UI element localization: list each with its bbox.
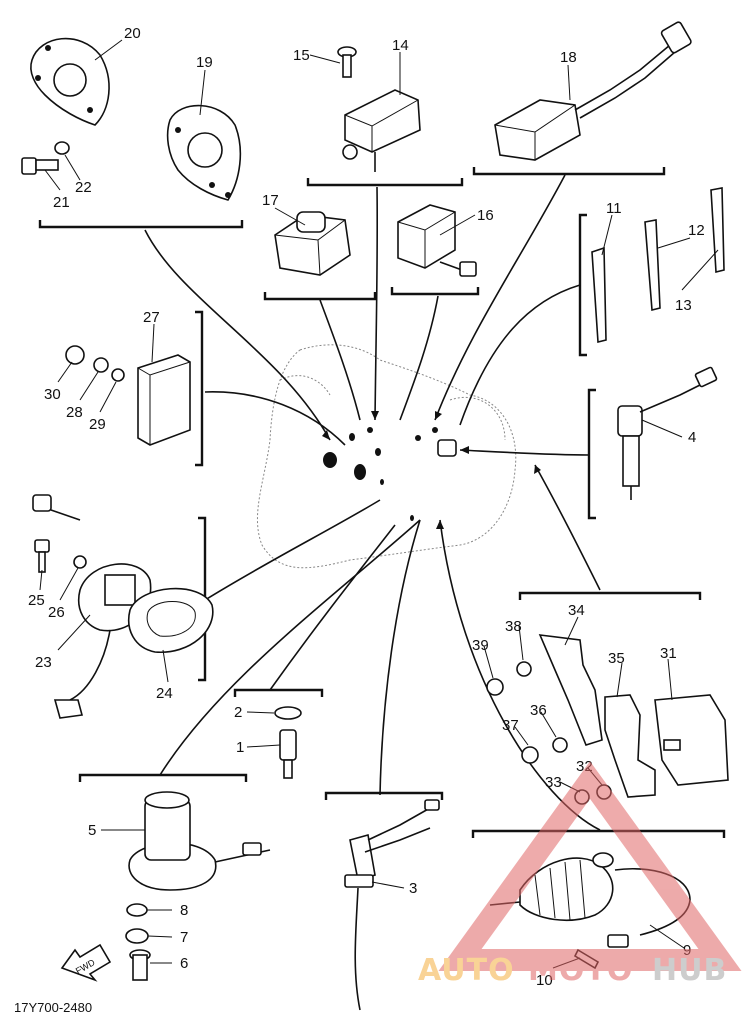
washer-part-29 (111, 368, 125, 382)
callout-27: 27 (143, 309, 160, 326)
fwd-arrow: FWD (60, 943, 112, 982)
callout-1: 1 (236, 739, 244, 756)
bolt-part-21 (21, 157, 59, 175)
callout-19: 19 (196, 54, 213, 71)
callout-35: 35 (608, 650, 625, 667)
callout-7: 7 (180, 929, 188, 946)
callout-14: 14 (392, 37, 409, 54)
watermark-hub: HUB (652, 953, 727, 988)
callout-17: 17 (262, 192, 279, 209)
callout-3: 3 (409, 880, 417, 897)
callout-33: 33 (545, 774, 562, 791)
switch-part-3 (344, 799, 440, 1011)
plate-part-35 (604, 694, 656, 798)
diagram-code: 17Y700-2480 (14, 1000, 92, 1015)
washer-part-2 (274, 706, 302, 720)
control-unit-part-27 (137, 354, 191, 446)
callout-8: 8 (180, 902, 188, 919)
ignition-switch-part-4 (617, 366, 718, 500)
washer-part-8 (126, 903, 148, 917)
callout-39: 39 (472, 637, 489, 654)
cable-tie-part-12 (644, 219, 661, 312)
lens-part-31 (654, 694, 729, 786)
automotohub-watermark-logo: AUTO MOTO HUB (418, 761, 742, 988)
gasket-part-24 (128, 587, 214, 653)
watermark-moto: MOTO (528, 953, 633, 988)
flasher-unit-part-18 (494, 21, 692, 161)
callout-10: 10 (536, 972, 553, 989)
screw-part-15 (337, 46, 357, 78)
callout-24: 24 (156, 685, 173, 702)
callout-23: 23 (35, 654, 52, 671)
relay-part-16 (397, 204, 477, 277)
plug-part-top-left (32, 494, 81, 521)
unit-part-5 (128, 791, 271, 891)
bracket-part-34 (538, 634, 603, 746)
callout-25: 25 (28, 592, 45, 609)
washer-part-28 (93, 357, 109, 373)
switch-part-1 (279, 729, 297, 779)
callout-13: 13 (675, 297, 692, 314)
callout-29: 29 (89, 416, 106, 433)
leader-lines (144, 174, 601, 831)
cap-part-30 (65, 345, 85, 365)
callout-15: 15 (293, 47, 310, 64)
callout-26: 26 (48, 604, 65, 621)
frame-outline (256, 344, 517, 569)
cable-tie-part-11 (591, 246, 607, 344)
callout-5: 5 (88, 822, 96, 839)
callout-28: 28 (66, 404, 83, 421)
callout-37: 37 (502, 717, 519, 734)
callout-38: 38 (505, 618, 522, 635)
bolt-part-6 (129, 949, 151, 981)
callout-labels: 1 2 3 4 5 6 7 8 9 10 11 12 13 14 15 16 1… (28, 25, 705, 989)
callout-12: 12 (688, 222, 705, 239)
callout-16: 16 (477, 207, 494, 224)
callout-21: 21 (53, 194, 70, 211)
callout-31: 31 (660, 645, 677, 662)
callout-36: 36 (530, 702, 547, 719)
relay-part-14 (342, 89, 421, 172)
callout-4: 4 (688, 429, 696, 446)
washer-part-22 (54, 141, 70, 155)
callout-6: 6 (180, 955, 188, 972)
relay-part-17 (274, 211, 351, 276)
cable-tie-part-13 (710, 187, 725, 274)
callout-20: 20 (124, 25, 141, 42)
callout-18: 18 (560, 49, 577, 66)
callout-11: 11 (606, 200, 622, 217)
callout-30: 30 (44, 386, 61, 403)
callout-34: 34 (568, 602, 585, 619)
callout-22: 22 (75, 179, 92, 196)
horn-part-20 (30, 37, 110, 126)
horn-part-19 (166, 104, 242, 201)
watermark-auto: AUTO (418, 953, 515, 988)
washer-part-7 (125, 928, 149, 944)
callout-2: 2 (234, 704, 242, 721)
washer-part-26 (73, 555, 87, 569)
bolt-part-25 (34, 539, 50, 573)
